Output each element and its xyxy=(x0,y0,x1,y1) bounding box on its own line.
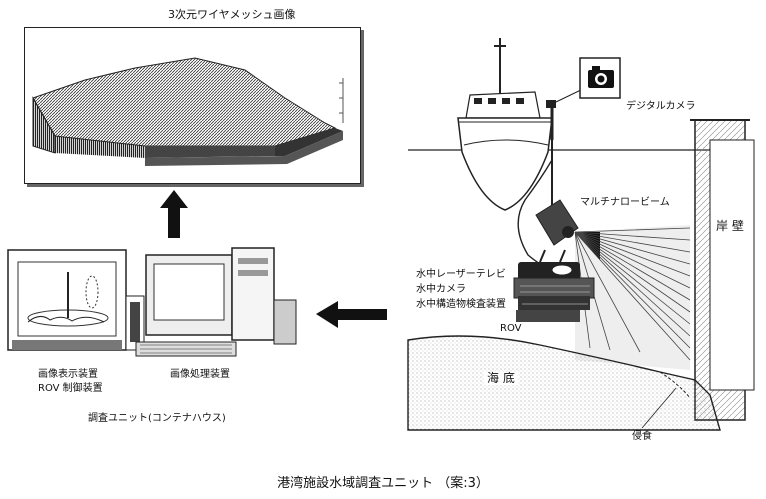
image-processor-label: 画像処理装置 xyxy=(170,369,230,380)
up-arrow-icon xyxy=(160,190,188,238)
digital-camera-label: デジタルカメラ xyxy=(626,101,696,112)
rov-vehicle xyxy=(513,249,595,322)
quay-wall-label: 岸 壁 xyxy=(716,219,744,233)
underwater-laser-tv-label: 水中レーザーテレビ xyxy=(416,269,506,280)
underwater-camera-label: 水中カメラ xyxy=(416,284,466,295)
wireframe-mesh-panel xyxy=(24,27,361,184)
multi-narrow-beam-label: マルチナロービーム xyxy=(580,197,670,208)
multi-narrow-beam-sonar xyxy=(535,140,579,246)
sonar-beam-fan xyxy=(574,225,691,370)
survey-ship xyxy=(457,38,553,211)
display-device-label: 画像表示装置 xyxy=(38,369,98,380)
quay-wall xyxy=(690,119,755,421)
wireframe-mesh-graphic xyxy=(32,57,344,166)
erosion-label: 侵食 xyxy=(632,431,652,442)
figure-caption: 港湾施設水域調査ユニット （案:3） xyxy=(277,476,489,491)
display-monitor xyxy=(7,249,145,351)
erosion-pointer xyxy=(641,387,677,429)
rov-control-label: ROV 制御装置 xyxy=(38,383,103,394)
digital-camera-icon xyxy=(579,57,621,99)
mesh-image-title: 3次元ワイヤメッシュ画像 xyxy=(168,8,296,21)
seabed-label: 海 底 xyxy=(484,372,518,385)
rov-label: ROV xyxy=(500,323,522,334)
underwater-inspector-label: 水中構造物検査装置 xyxy=(416,299,506,310)
seabed xyxy=(407,335,721,431)
survey-unit-label: 調査ユニット(コンテナハウス) xyxy=(88,413,226,424)
processing-computer xyxy=(135,247,297,357)
left-arrow-icon xyxy=(316,301,387,328)
